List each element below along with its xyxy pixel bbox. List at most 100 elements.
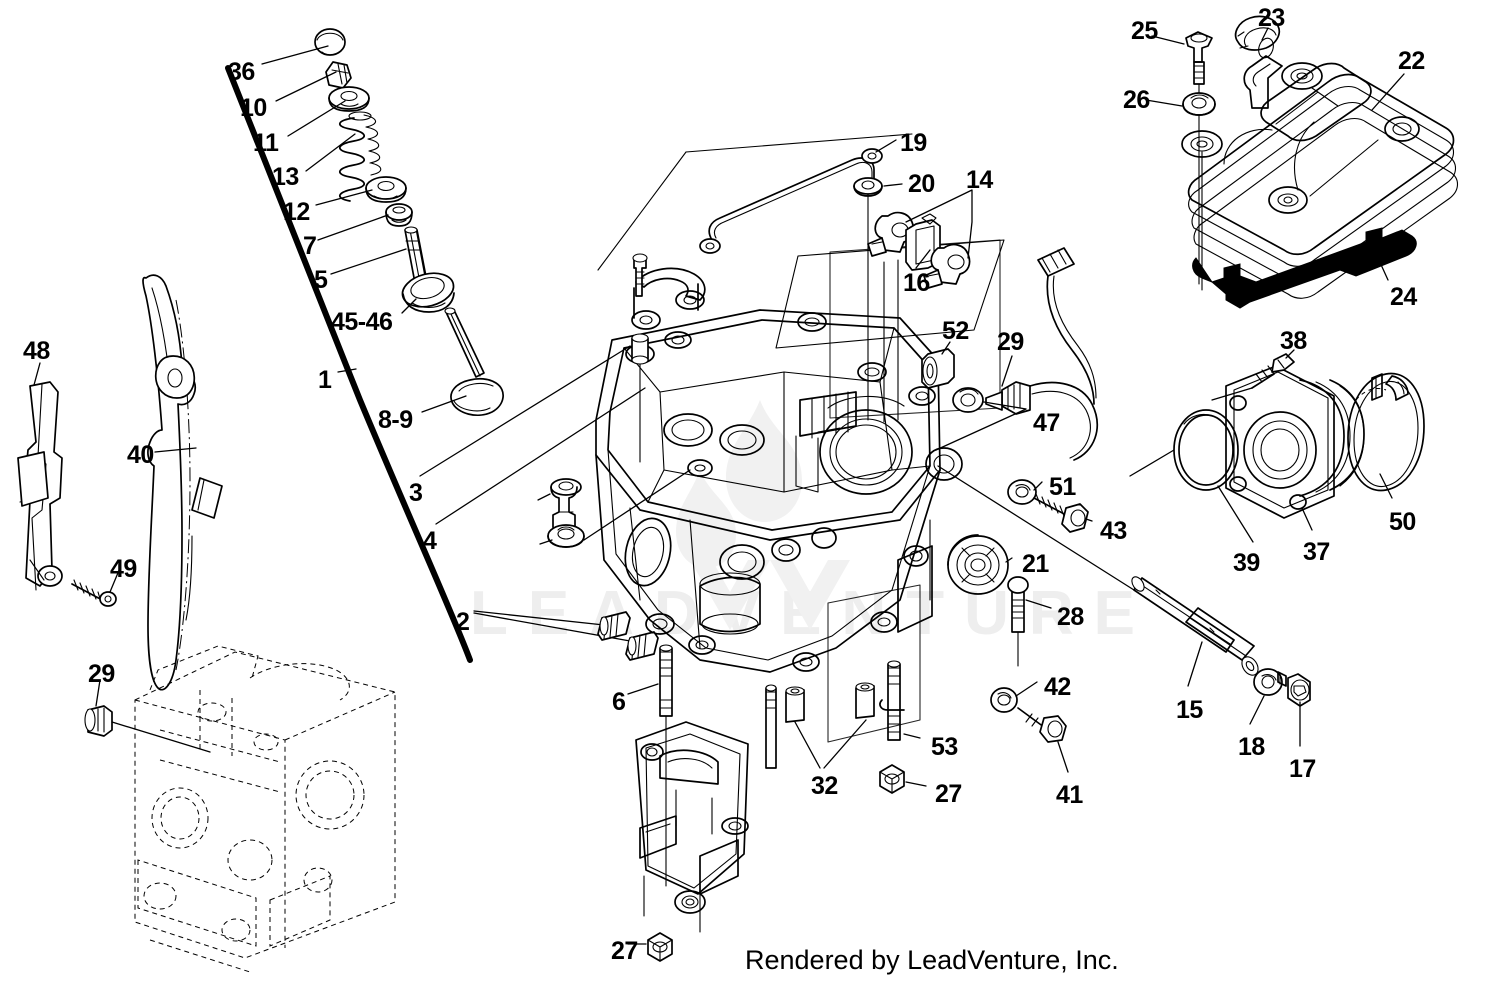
part-53-short-stud <box>879 660 905 741</box>
part-37-intake-flange <box>1225 365 1365 519</box>
leader-3 <box>419 345 631 477</box>
render-credit: Rendered by LeadVenture, Inc. <box>745 945 1119 975</box>
callout-rocker-arm-holder: 16 <box>903 269 930 297</box>
callout-flange-nut-lower: 27 <box>611 937 638 965</box>
part-11-spring-retainer <box>328 86 370 112</box>
leader-31 <box>539 539 553 545</box>
leader-32b <box>823 719 867 769</box>
callout-valve-seat-insert-ex: 4 <box>423 527 437 555</box>
callout-flange-bolt: 43 <box>1100 517 1127 545</box>
callout-cam-chain-tensioner-blade: 40 <box>127 441 154 469</box>
leader-39 <box>1217 485 1254 543</box>
part-42-washer <box>990 687 1018 713</box>
leader-47b <box>935 408 1027 451</box>
leader-12 <box>315 189 373 206</box>
callout-washer: 42 <box>1044 673 1071 701</box>
callout-sensor-washer: 47 <box>1033 409 1060 437</box>
leader-53 <box>903 733 921 739</box>
valve-train-group <box>225 28 646 663</box>
callout-valve-cotter: 10 <box>240 94 267 122</box>
leader-32a <box>794 721 821 769</box>
cylinder-head-block <box>537 133 1005 743</box>
bracket-line-1 <box>225 65 473 663</box>
part-38-flange-bolt <box>1251 353 1295 389</box>
part-2-dowel-pins <box>597 611 659 661</box>
phantom-cylinder-head <box>84 645 396 973</box>
callout-oil-gallery-plug: 29 <box>88 660 115 688</box>
leader-6 <box>627 683 659 695</box>
callout-ball-bearing: 21 <box>1022 550 1049 578</box>
leader-47 <box>983 401 1027 410</box>
intake-flange-group <box>1129 349 1425 543</box>
callout-temperature-sensor: 29 <box>997 328 1024 356</box>
leader-29-left <box>95 679 101 707</box>
callout-spring-retainer: 11 <box>253 129 279 157</box>
callout-spring-seat: 12 <box>283 198 310 226</box>
leader-14 <box>905 189 973 259</box>
leader-43 <box>1085 518 1093 522</box>
part-27-nut-upper <box>879 764 905 794</box>
part-25-cover-bolt <box>1185 31 1213 285</box>
part-7-stem-seal <box>385 203 413 227</box>
rocker-bracket <box>631 253 706 463</box>
valve-cover-group <box>1145 15 1459 309</box>
callout-head-cover-gasket: 24 <box>1390 283 1417 311</box>
leader-29-left-b <box>111 721 211 753</box>
tick-1 <box>337 368 357 373</box>
leader-13 <box>305 133 356 172</box>
sensor-and-hardware <box>935 247 1098 773</box>
leader-8-9 <box>421 395 467 413</box>
leader-36 <box>261 45 329 65</box>
part-52-bushing <box>921 348 955 389</box>
leader-22 <box>1371 73 1405 111</box>
leader-38 <box>1285 349 1295 359</box>
part-50-hose-clamp <box>1347 372 1425 492</box>
part-47-washer <box>952 387 984 413</box>
leader-48 <box>33 362 41 386</box>
callout-breather-grommet: 23 <box>1258 4 1285 32</box>
leader-26 <box>1145 99 1183 107</box>
callout-guide-screw: 49 <box>110 555 137 583</box>
callout-valve-spring: 13 <box>272 163 299 191</box>
chain-guide-group <box>17 274 223 691</box>
callout-intake-exhaust-valve: 8-9 <box>378 406 413 434</box>
callout-valve-cap: 36 <box>228 58 255 86</box>
part-29-oil-plug-left <box>84 705 113 737</box>
part-45-46-valve-seat-ring <box>401 272 455 313</box>
callout-rocker-shaft: 15 <box>1176 696 1203 724</box>
leader-24 <box>1377 257 1389 281</box>
part-18-washer <box>1253 668 1283 696</box>
callout-cylinder-head-cover: 22 <box>1398 47 1425 75</box>
part-27-nut-lower <box>647 932 673 962</box>
part-6-long-stud <box>659 644 673 887</box>
part-48-chain-guide <box>17 381 63 591</box>
part-30-plug <box>550 478 582 533</box>
part-20-seal <box>853 177 883 197</box>
leader-7 <box>317 214 389 241</box>
callout-bolt-washer: 51 <box>1049 473 1076 501</box>
leader-50 <box>1379 473 1393 499</box>
part-15-rocker-shaft <box>1131 576 1259 676</box>
leader-23 <box>1261 27 1269 41</box>
callout-shaft-washer: 18 <box>1238 733 1265 761</box>
callout-bushing: 52 <box>942 317 969 345</box>
callout-spacer-collar: 32 <box>811 772 838 800</box>
leader-11 <box>287 100 346 137</box>
part-23-grommet <box>1234 15 1281 59</box>
part-51-washer <box>1007 479 1037 505</box>
callout-valve-seat-insert: 3 <box>409 479 423 507</box>
leader-25 <box>1151 35 1185 45</box>
leader-31b <box>583 469 691 541</box>
callout-cover-bolt-washer: 26 <box>1123 86 1150 114</box>
part-12-spring-seat <box>365 176 407 203</box>
leader-2a <box>473 610 605 626</box>
callout-cam-chain-guide: 48 <box>23 337 50 365</box>
part-40-tensioner-blade <box>142 274 223 691</box>
leader-19 <box>875 139 897 153</box>
callout-oil-pipe: 19 <box>900 129 927 157</box>
leader-37 <box>1301 507 1313 531</box>
leader-15 <box>1187 641 1203 687</box>
leader-52 <box>941 341 951 355</box>
leader-29-sensor <box>1001 355 1013 387</box>
